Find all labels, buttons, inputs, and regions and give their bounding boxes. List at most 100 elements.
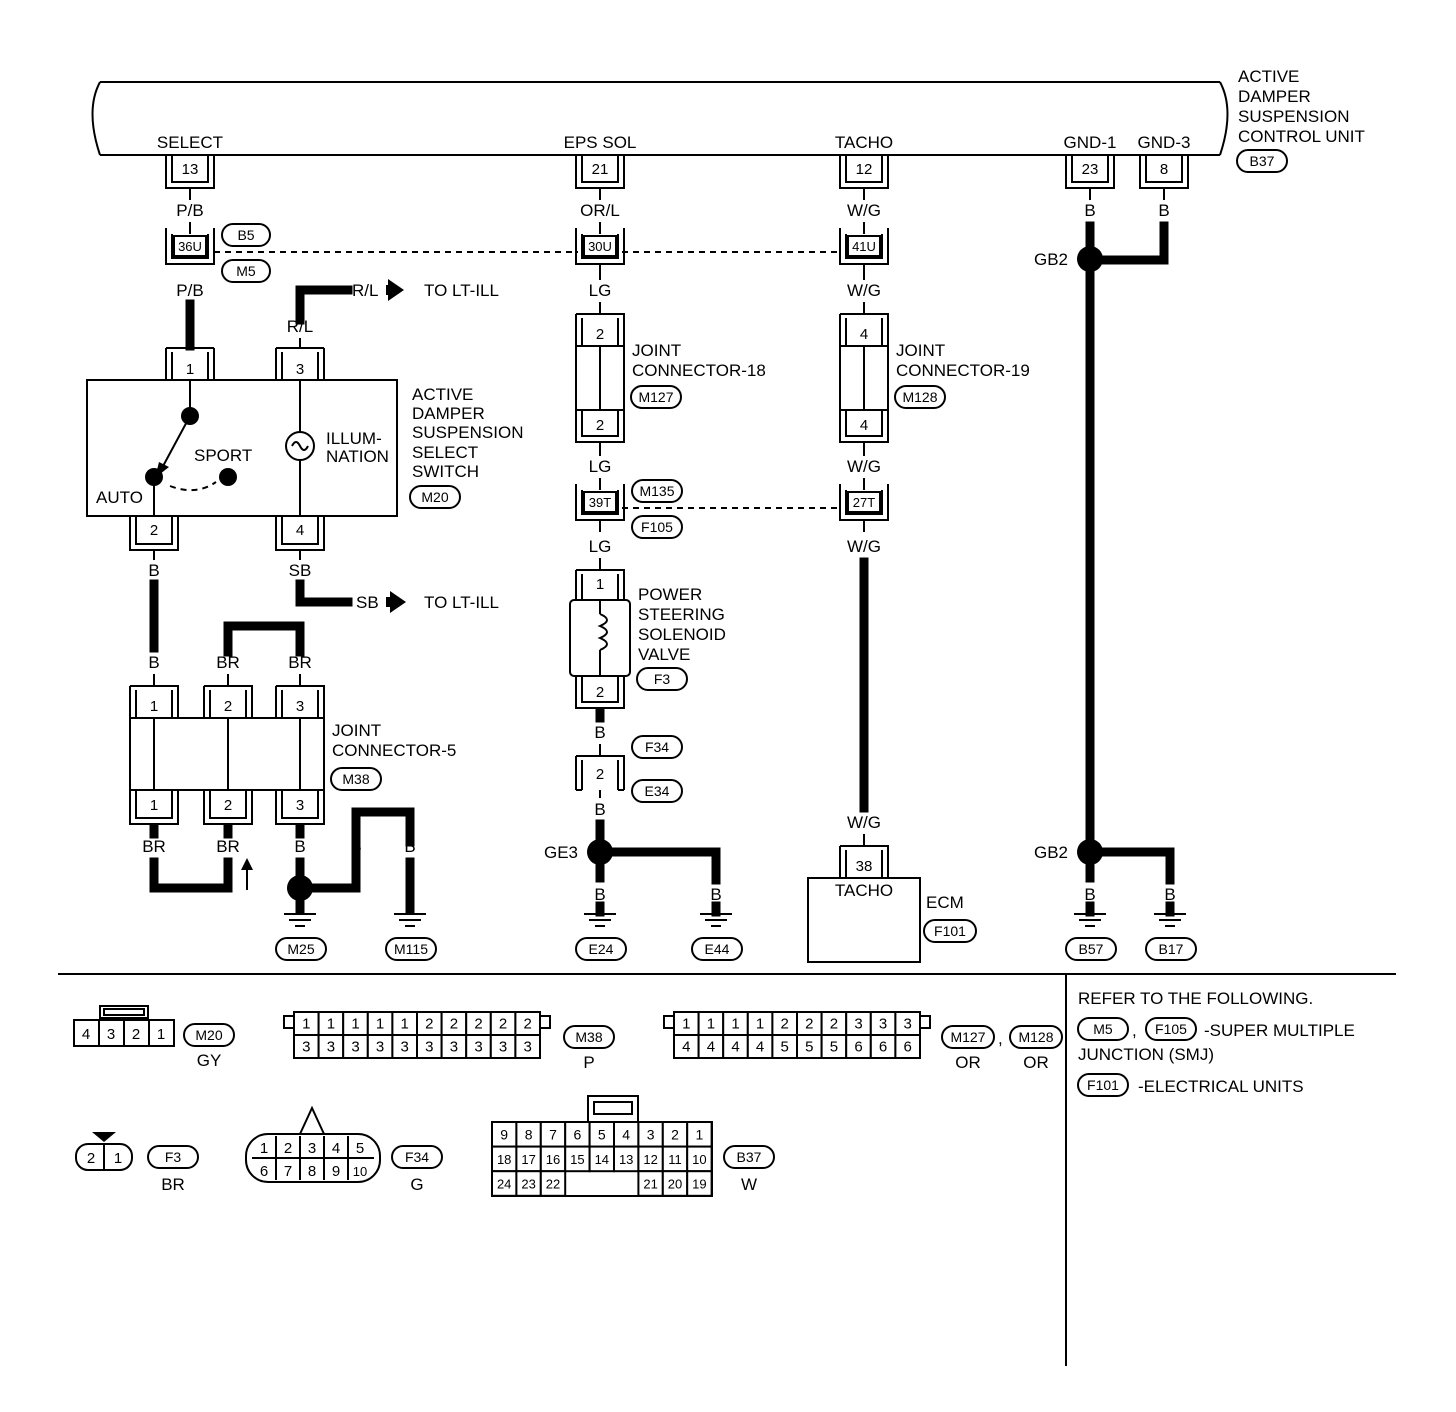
wire-wg-5: W/G — [847, 813, 881, 832]
m38-top-pin: 2 — [450, 1016, 458, 1033]
j5-pin-bot-3: 3 — [296, 797, 304, 814]
pin-21: 21 — [592, 161, 609, 178]
wire-pb-1: P/B — [176, 201, 203, 220]
b37-row1-pin: 6 — [574, 1126, 582, 1142]
wire-b-e44: B — [710, 885, 721, 904]
b37-row1-pin: 2 — [671, 1126, 679, 1142]
f34-top-pin: 4 — [332, 1140, 340, 1157]
to-lt-ill-2: TO LT-ILL — [424, 593, 499, 612]
solenoid-pin-1: 1 — [596, 576, 604, 593]
f34-bottom-pin: 9 — [332, 1163, 340, 1180]
wire-b-b17: B — [1164, 885, 1175, 904]
solenoid-pin-2: 2 — [596, 684, 604, 701]
f34-top-pin: 5 — [356, 1140, 364, 1157]
m128-color: OR — [1023, 1053, 1049, 1072]
pin-12: 12 — [856, 161, 873, 178]
m127-top-pin: 1 — [707, 1016, 715, 1033]
joint-18-code: M127 — [638, 389, 673, 405]
illum-line-1: ILLUM- — [326, 429, 382, 448]
b37-code-view: B37 — [737, 1149, 762, 1165]
notes-code-m5: M5 — [1093, 1021, 1113, 1037]
ground-m115: M115 — [394, 941, 428, 957]
b37-row3-right-pin: 21 — [643, 1177, 657, 1192]
m38-bottom-pin: 3 — [327, 1039, 335, 1056]
m127-top-pin: 3 — [879, 1016, 887, 1033]
notes-smj-line1: -SUPER MULTIPLE — [1204, 1021, 1355, 1040]
wire-rl-1: R/L — [287, 317, 313, 336]
b37-row2-cell — [686, 1145, 713, 1173]
m127-top-pin: 2 — [805, 1016, 813, 1033]
m38-bottom-pin: 3 — [499, 1039, 507, 1056]
solenoid-name-4: VALVE — [638, 645, 690, 664]
wire-b-b57: B — [1084, 885, 1095, 904]
m38-bottom-pin: 3 — [524, 1039, 532, 1056]
ground-b17: B17 — [1159, 941, 1184, 957]
j5-pin-top-3: 3 — [296, 698, 304, 715]
m20-pin-4: 4 — [82, 1026, 90, 1043]
control-unit-band: ACTIVE DAMPER SUSPENSION CONTROL UNIT B3… — [91, 67, 1365, 173]
select-switch-name-3: SUSPENSION — [412, 423, 523, 442]
notes-code-f105: F105 — [1155, 1021, 1187, 1037]
m38-top-pin: 2 — [524, 1016, 532, 1033]
b37-row1-pin: 9 — [500, 1126, 508, 1142]
m38-bottom-pin: 3 — [474, 1039, 482, 1056]
ecm-code: F101 — [934, 923, 966, 939]
b37-row2-pin: 10 — [692, 1152, 706, 1167]
notes-smj-line2: JUNCTION (SMJ) — [1078, 1045, 1214, 1064]
ground-e44: E44 — [705, 941, 730, 957]
m127-bottom-pin: 6 — [879, 1039, 887, 1056]
f34-code-view: F34 — [405, 1149, 429, 1165]
ecm-terminal-tacho: TACHO — [835, 881, 893, 900]
j19-pin-bottom: 4 — [860, 417, 868, 434]
b37-row1-cell — [491, 1121, 518, 1148]
m38-top-pin: 2 — [474, 1016, 482, 1033]
wire-br-j5-in3: BR — [288, 653, 312, 672]
b37-row3-left-pin: 22 — [546, 1177, 560, 1192]
joint-18-name-2: CONNECTOR-18 — [632, 361, 766, 380]
b37-color: W — [741, 1175, 757, 1194]
b37-row1-pin: 8 — [525, 1126, 533, 1142]
joint-5-code: M38 — [342, 771, 369, 787]
switch-pin-4: 4 — [296, 522, 304, 539]
wire-wg-1: W/G — [847, 201, 881, 220]
select-circuit: P/B 36U B5 M5 P/B 1 3 R/L R/L TO LT-ILL — [86, 188, 523, 961]
m127-bottom-pin: 6 — [854, 1039, 862, 1056]
wire-b-gnd3: B — [1158, 201, 1169, 220]
smj-41u: 41U — [852, 239, 876, 254]
wire-b-sw: B — [148, 561, 159, 580]
m127-top-pin: 1 — [682, 1016, 690, 1033]
select-switch-name-2: DAMPER — [412, 404, 485, 423]
joint-18-name-1: JOINT — [632, 341, 681, 360]
smj-36u: 36U — [178, 239, 202, 254]
b37-row2-pin: 16 — [546, 1152, 560, 1167]
code-f34: F34 — [645, 739, 669, 755]
m20-code: M20 — [195, 1027, 222, 1043]
m128-code: M128 — [1018, 1029, 1053, 1045]
b37-row3-right-cell — [637, 1170, 664, 1197]
wire-b-f34: B — [594, 723, 605, 742]
m38-bottom-pin: 3 — [401, 1039, 409, 1056]
m38-top-pin: 1 — [376, 1016, 384, 1033]
code-e34: E34 — [645, 783, 670, 799]
switch-pin-3: 3 — [296, 361, 304, 378]
m38-bottom-cell — [514, 1034, 542, 1059]
f34-top-pin: 3 — [308, 1140, 316, 1157]
m38-bottom-pin: 3 — [376, 1039, 384, 1056]
switch-sport-label: SPORT — [194, 446, 252, 465]
wire-br-out-1: BR — [142, 837, 166, 856]
m38-bottom-pin: 3 — [302, 1039, 310, 1056]
m38-bottom-pin: 3 — [351, 1039, 359, 1056]
ground-ge3: GE3 — [544, 843, 578, 862]
wire-br-j5-in2: BR — [216, 653, 240, 672]
j19-pin-top: 4 — [860, 326, 868, 343]
j5-pin-top-1: 1 — [150, 698, 158, 715]
connector-view-f3: 2 1 F3 BR — [75, 1132, 199, 1194]
wire-b-ge3: B — [594, 800, 605, 819]
joint-5-name-2: CONNECTOR-5 — [332, 741, 456, 760]
illum-line-2: NATION — [326, 447, 389, 466]
notes-separator: , — [1132, 1021, 1137, 1040]
m20-pin-1: 1 — [157, 1026, 165, 1043]
switch-auto-label: AUTO — [96, 488, 143, 507]
